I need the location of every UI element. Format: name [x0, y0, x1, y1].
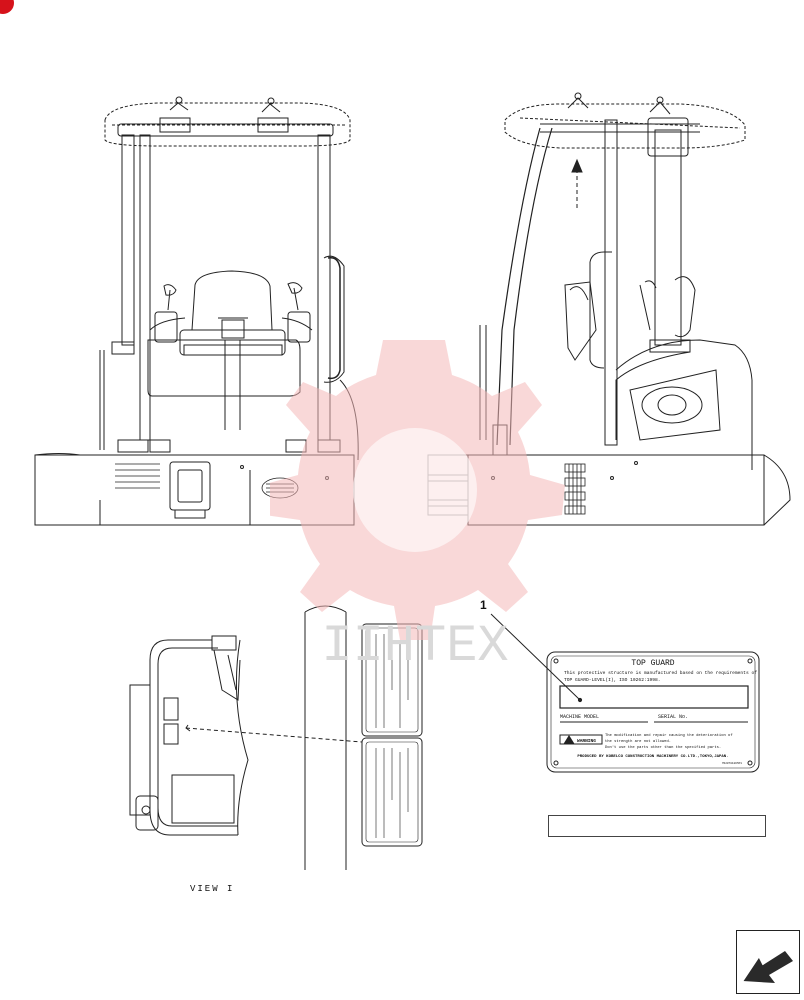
- callout-number: 1: [480, 598, 487, 612]
- next-page-arrow-icon: [742, 951, 793, 983]
- plate-text-group: TOP GUARD This protective structure is m…: [560, 659, 757, 765]
- rear-view-machine: [34, 96, 359, 526]
- plate-title: TOP GUARD: [631, 659, 674, 668]
- next-page-button[interactable]: [736, 930, 800, 994]
- red-corner-mark-icon: [0, 0, 14, 14]
- blank-label-field: [548, 815, 766, 837]
- part-code: YN20T01065P1: [722, 762, 742, 765]
- serial-no-label: SERIAL No.: [658, 714, 688, 720]
- view-label: VIEW I: [190, 884, 235, 894]
- machine-model-label: MACHINE MODEL: [560, 714, 599, 720]
- side-view-machine: [427, 92, 791, 526]
- plate-line-1: This protective structure is manufacture…: [564, 670, 757, 676]
- rotated-plates: [361, 623, 423, 847]
- plate-line-2: TOP GUARD-LEVEL(I), ISO 10262:1998.: [564, 677, 661, 683]
- warning-line-1: The modification and repair causing the …: [605, 733, 733, 738]
- warning-line-2: the strength are not allowed.: [605, 739, 671, 744]
- warning-line-3: Don't use the parts other than the speci…: [605, 745, 721, 750]
- panel-strip: [304, 605, 347, 870]
- warning-badge-text: WARNING: [577, 738, 596, 744]
- view-i-detail: [129, 635, 363, 836]
- produced-by: PRODUCED BY KOBELCO CONSTRUCTION MACHINE…: [577, 755, 728, 759]
- top-guard-plate: [546, 651, 760, 773]
